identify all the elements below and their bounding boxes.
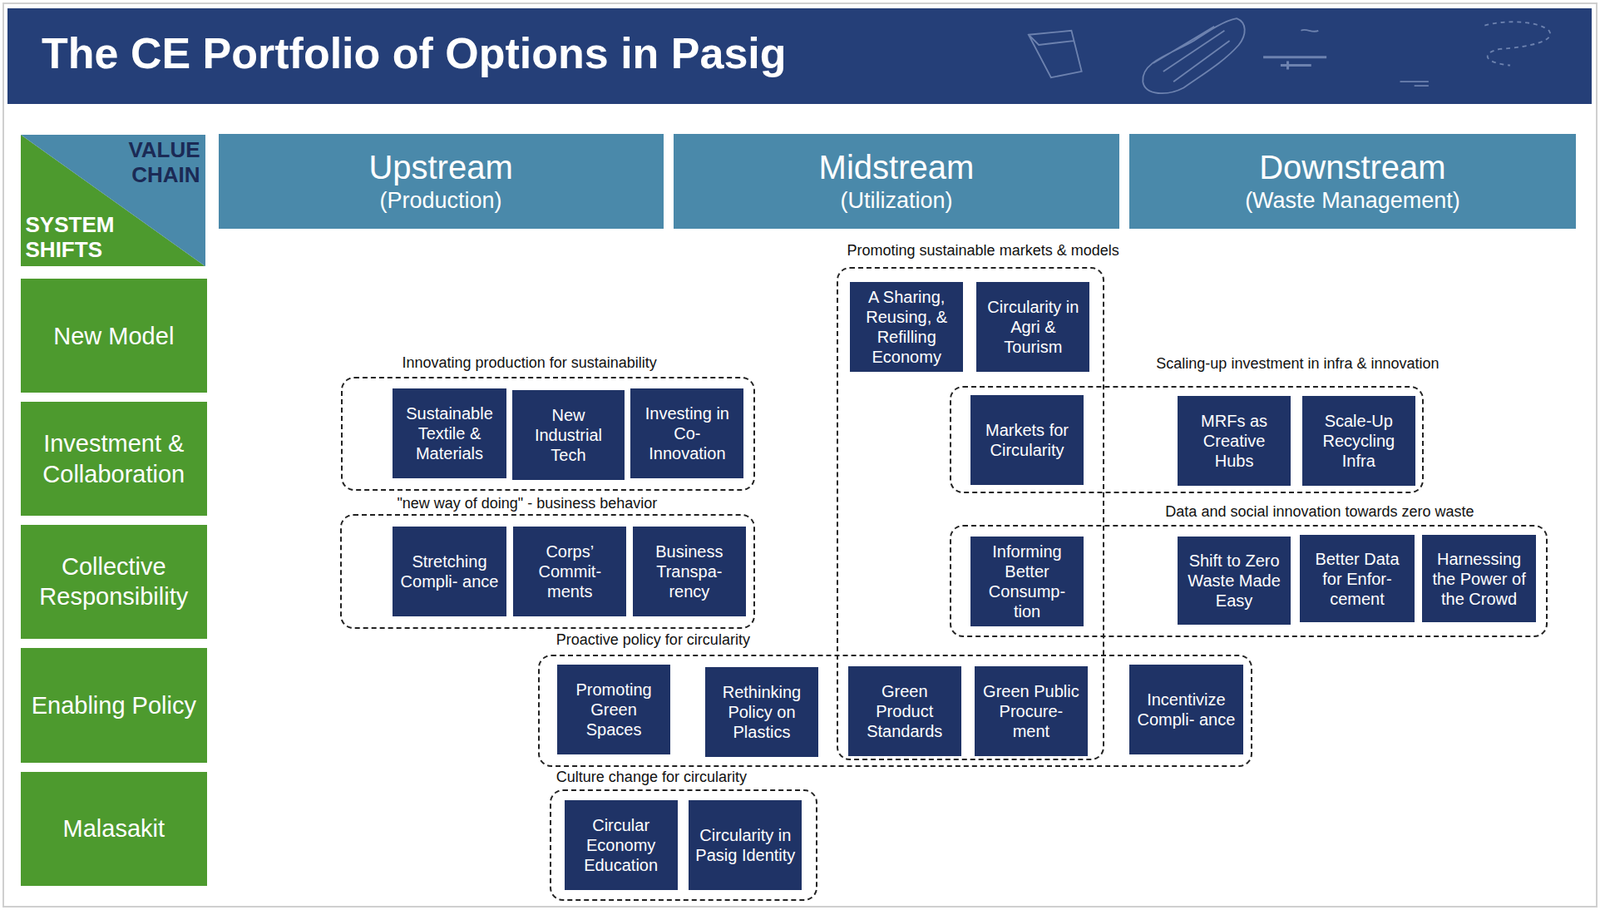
group-outline: Innovating production for sustainability…: [340, 376, 756, 491]
option-box: Promoting Green Spaces: [557, 664, 671, 755]
group-heading: "new way of doing" - business behavior: [394, 493, 660, 513]
option-box: Shift to Zero Waste Made Easy: [1177, 536, 1291, 625]
option-box: Harnessing the Power of the Crowd: [1422, 534, 1536, 623]
option-text: Investing in Co- Innovation: [630, 403, 744, 464]
option-text: Scale-Up Recycling Infra: [1302, 410, 1416, 471]
shoe-sketch: [1142, 18, 1245, 94]
option-text: Green Product Standards: [848, 681, 962, 741]
option-box: Incentivize Compli- ance: [1129, 664, 1243, 755]
option-text: Informing Better Consump- tion: [970, 541, 1084, 622]
option-text: Circularity in Agri & Tourism: [976, 296, 1090, 357]
option-text: Shift to Zero Waste Made Easy: [1177, 550, 1291, 611]
title-text: The CE Portfolio of Options in Pasig: [41, 26, 787, 80]
group-heading: Data and social innovation towards zero …: [1162, 502, 1477, 521]
row-header: New Model: [20, 278, 208, 393]
header-text: Investment & Collaboration: [20, 428, 208, 489]
row-header: Malasakit: [20, 771, 208, 886]
page-frame: [3, 3, 1597, 907]
header-text: New Model: [20, 320, 208, 351]
header-text: Upstream: [218, 147, 664, 188]
group-heading: Culture change for circularity: [553, 767, 750, 786]
option-box: Circular Economy Education: [564, 800, 678, 890]
header-text: Enabling Policy: [20, 690, 208, 721]
option-text: MRFs as Creative Hubs: [1177, 410, 1291, 471]
option-box: Green Product Standards: [848, 666, 962, 756]
option-box: Markets for Circularity: [970, 395, 1084, 485]
group-outline: "new way of doing" - business behaviorSt…: [340, 513, 756, 628]
header-text: Downstream: [1129, 147, 1576, 188]
group-heading: Innovating production for sustainability: [400, 353, 660, 372]
row-header: Collective Responsibility: [20, 524, 208, 639]
column-header: Upstream(Production): [218, 133, 664, 229]
option-text: Promoting Green Spaces: [557, 679, 671, 740]
option-box: Informing Better Consump- tion: [970, 536, 1084, 627]
header-text: (Production): [218, 187, 664, 216]
line-icon: [1263, 57, 1327, 70]
column-header: Downstream(Waste Management): [1129, 133, 1576, 229]
option-text: Circularity in Pasig Identity: [688, 824, 802, 865]
option-box: Better Data for Enfor- cement: [1299, 534, 1414, 623]
option-box: Business Transpa- rency: [632, 526, 746, 617]
header-text: Midstream: [673, 147, 1120, 188]
option-text: Markets for Circularity: [970, 419, 1084, 460]
blue-triangle: [20, 134, 206, 267]
corner-header: VALUE CHAIN SYSTEM SHIFTS: [20, 134, 206, 267]
column-header: Midstream(Utilization): [673, 133, 1120, 229]
option-text: Stretching Compli- ance: [392, 551, 506, 592]
option-box: Sustainable Textile & Materials: [392, 388, 506, 479]
option-text: A Sharing, Reusing, & Refilling Economy: [849, 286, 963, 367]
option-box: Scale-Up Recycling Infra: [1302, 395, 1416, 486]
option-box: Investing in Co- Innovation: [630, 388, 744, 479]
group-heading: Promoting sustainable markets & models: [844, 241, 1122, 260]
group-heading: Proactive policy for circularity: [553, 630, 753, 649]
header-text: (Utilization): [673, 187, 1120, 216]
option-text: Rethinking Policy on Plastics: [705, 681, 819, 742]
dashed-curve: [1484, 21, 1551, 65]
wave-icon: [1300, 29, 1319, 32]
option-box: Rethinking Policy on Plastics: [705, 666, 819, 757]
header-text: (Waste Management): [1129, 187, 1576, 216]
green-triangle: [20, 134, 206, 267]
row-header: Investment & Collaboration: [20, 401, 208, 515]
option-box: Green Public Procure- ment: [974, 666, 1088, 756]
option-text: Incentivize Compli- ance: [1129, 689, 1243, 730]
title-bar: [7, 8, 1592, 104]
option-box: Circularity in Agri & Tourism: [976, 281, 1090, 372]
cup-icon: [1028, 30, 1082, 78]
row-header: Enabling Policy: [20, 647, 208, 762]
option-text: Business Transpa- rency: [632, 541, 746, 602]
option-text: New Industrial Tech: [512, 404, 625, 465]
header-text: Collective Responsibility: [20, 551, 208, 613]
option-box: MRFs as Creative Hubs: [1177, 395, 1291, 486]
group-outline: Culture change for circularityCircular E…: [549, 789, 817, 902]
option-text: Corps’ Commit- ments: [513, 541, 627, 602]
header-text: SYSTEM SHIFTS: [25, 212, 134, 263]
option-box: Stretching Compli- ance: [392, 526, 506, 617]
option-text: Circular Economy Education: [564, 814, 678, 875]
option-box: Corps’ Commit- ments: [513, 526, 627, 617]
option-box: New Industrial Tech: [512, 390, 625, 480]
group-outline: Promoting sustainable markets & modelsA …: [836, 266, 1104, 761]
header-text: Malasakit: [20, 813, 208, 844]
option-text: Harnessing the Power of the Crowd: [1422, 548, 1536, 609]
option-box: A Sharing, Reusing, & Refilling Economy: [849, 281, 963, 372]
group-heading: Scaling-up investment in infra & innovat…: [1153, 354, 1442, 373]
dash-icon: [1399, 81, 1428, 86]
header-text: VALUE CHAIN: [113, 138, 201, 188]
option-box: Circularity in Pasig Identity: [688, 800, 802, 890]
option-text: Green Public Procure- ment: [974, 681, 1088, 741]
option-text: Sustainable Textile & Materials: [392, 403, 506, 464]
option-text: Better Data for Enfor- cement: [1299, 548, 1414, 609]
title-icons: [1028, 18, 1551, 94]
